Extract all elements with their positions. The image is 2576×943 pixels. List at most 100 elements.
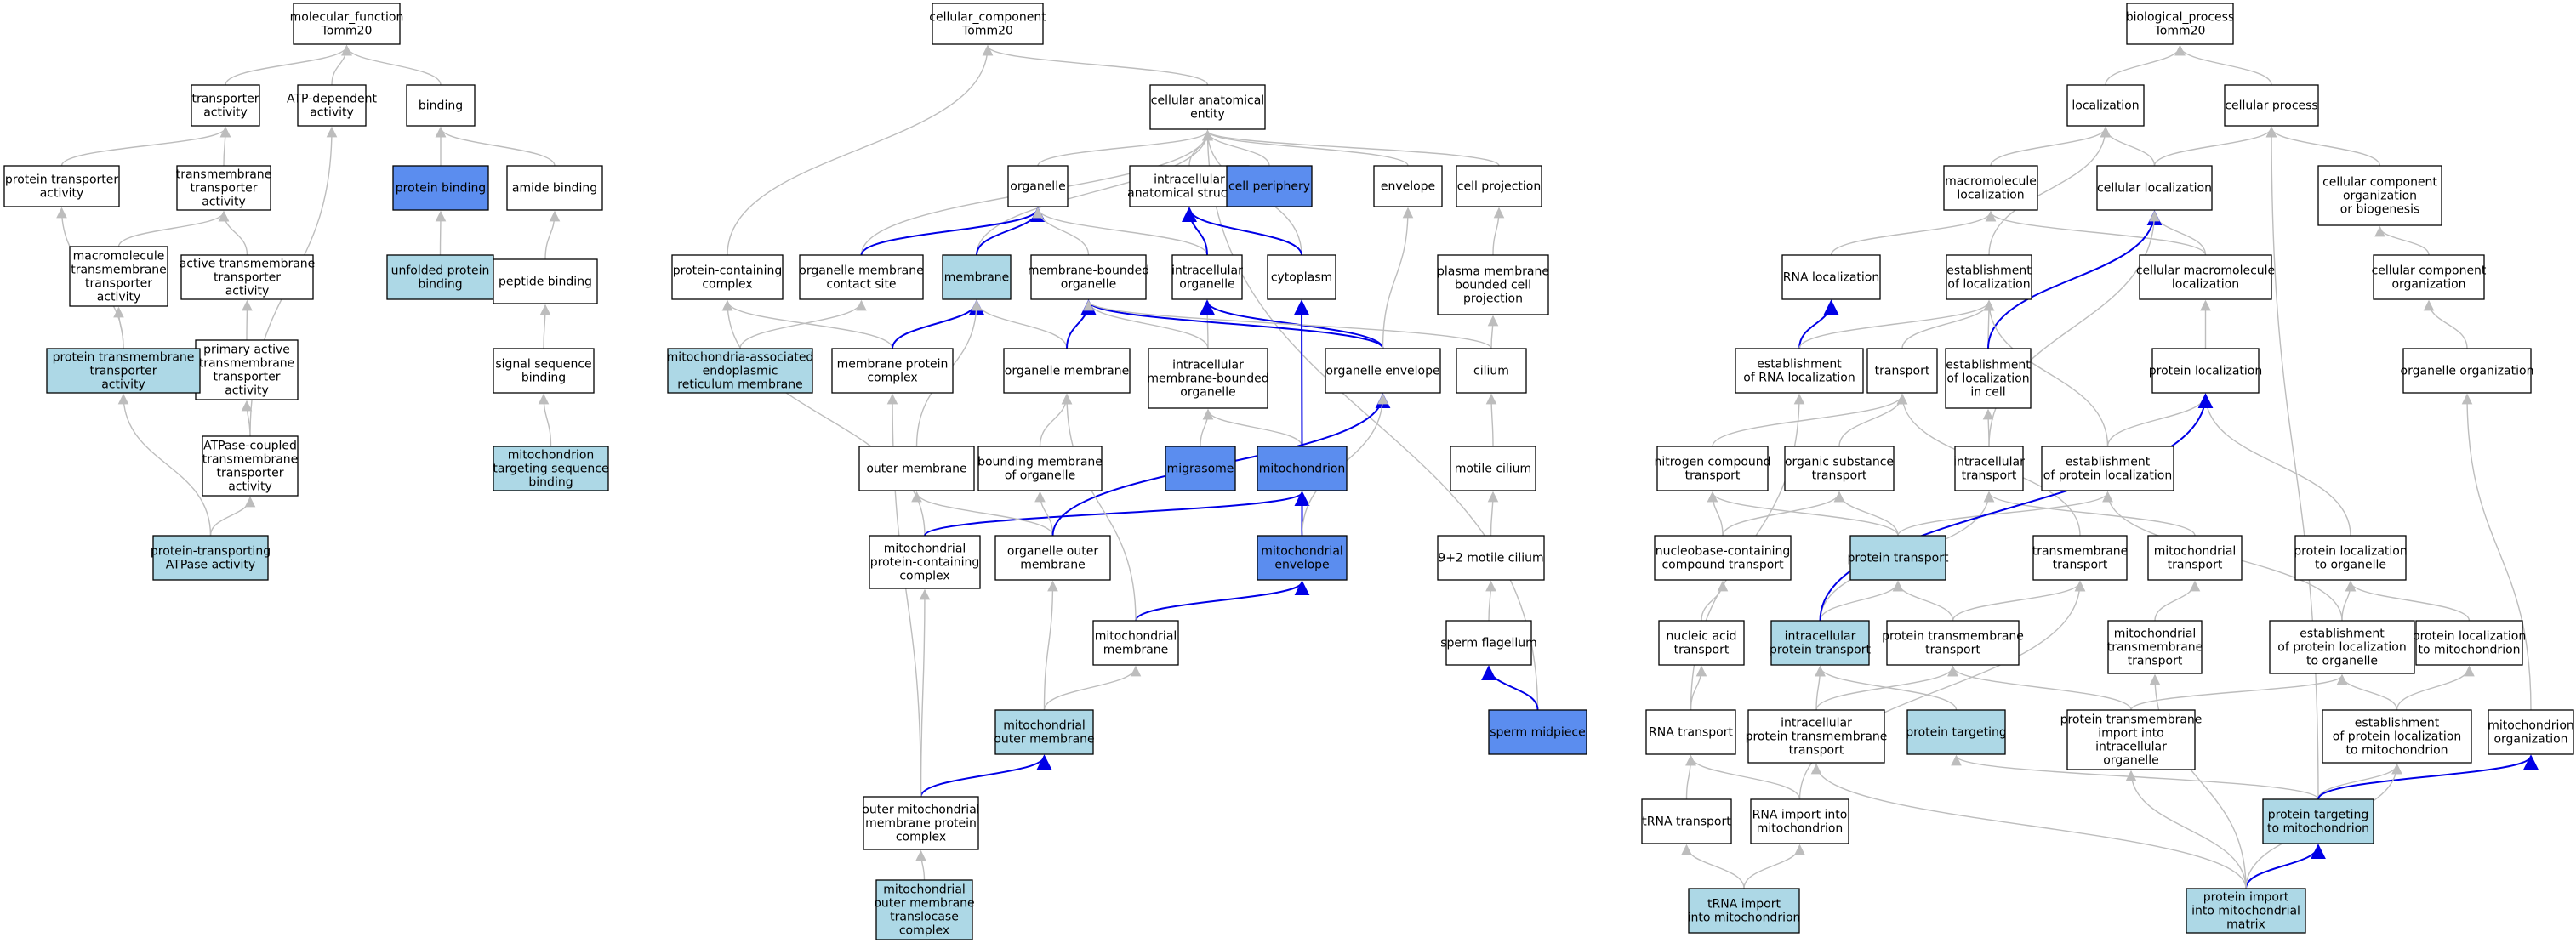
node-label-line: protein targeting	[1906, 725, 2006, 739]
edge-spermflagellum-to-ninetwo	[1485, 580, 1496, 622]
node-label-line: outer membrane	[994, 732, 1094, 746]
node-label-line: activity	[225, 284, 270, 298]
node-label-line: macromolecule	[73, 249, 165, 263]
node-label-line: transport	[2053, 558, 2108, 571]
go-term-node-membrane: membrane	[942, 254, 1012, 300]
node-label-line: or biogenesis	[2340, 202, 2420, 216]
node-box	[493, 446, 609, 491]
node-label-line: ATP-dependent	[287, 92, 377, 105]
edge-tmtransp-to-transporter	[219, 126, 231, 167]
edge-proteintransport-to-organictransport	[1833, 491, 1899, 537]
node-layer: molecular_functionTomm20transporteractiv…	[3, 3, 2574, 940]
node-label-line: intracellular	[1172, 358, 1244, 372]
node-label-line: cellular_component	[929, 10, 1046, 24]
go-term-node-cellularprocess: cellular process	[2224, 84, 2319, 127]
edge-outermitocomplex-to-mitoprotcomplex	[919, 588, 931, 798]
edge-prottmtransport-to-tmtransport	[1952, 580, 2086, 622]
edge-organelleouter-to-outermembrane	[911, 491, 1054, 537]
node-label-line: mitochondrial	[2114, 627, 2197, 640]
edge-intracellmbo-to-intracellorg	[1201, 299, 1213, 349]
node-label-line: mitochondrion	[1259, 462, 1346, 475]
node-label-line: cellular component	[2372, 264, 2487, 277]
node-label-line: matrix	[2226, 917, 2265, 931]
node-box	[2262, 798, 2374, 844]
edge-rnaloc-to-macroloc	[1830, 210, 1997, 256]
node-label-line: into mitochondrial	[2191, 904, 2300, 917]
node-label-line: membrane-bounded	[1147, 372, 1268, 385]
node-box	[69, 246, 168, 307]
node-label-line: to organelle	[2306, 654, 2378, 667]
edge-intracellprottm-to-intracellprottransport	[1815, 665, 1826, 711]
node-box	[2151, 348, 2260, 394]
node-label-line: transporter	[216, 466, 283, 480]
node-label-line: transmembrane	[202, 452, 299, 466]
edge-signalseq-to-peptide	[539, 304, 551, 349]
node-label-line: unfolded protein	[391, 264, 490, 277]
node-label-line: bounded cell	[1455, 278, 1531, 292]
go-term-node-proteintargeting: protein targeting	[1906, 709, 2007, 755]
node-label-line: intracellular	[1785, 629, 1856, 643]
node-box	[1886, 620, 2020, 666]
node-label-line: activity	[310, 105, 354, 119]
node-box	[1267, 254, 1336, 300]
edge-cilium-to-plasmamembraneproj	[1487, 315, 1499, 349]
edge-intracellprottransport-to-protloc	[1819, 393, 2214, 622]
go-term-node-transport: transport	[1866, 348, 1938, 394]
node-box	[406, 84, 476, 127]
node-box	[1456, 348, 1527, 394]
edge-intracellprottransport-to-proteintransport	[1819, 580, 1904, 622]
node-label-line: RNA import into	[1752, 808, 1848, 821]
edge-nucleobase-to-nitrogentransport	[1707, 491, 1724, 537]
node-box	[1945, 348, 2032, 409]
node-label-line: complex	[899, 923, 949, 937]
node-label-line: Tomm20	[2154, 24, 2206, 37]
node-box	[1770, 620, 1870, 666]
node-box	[2294, 535, 2407, 581]
node-label-line: membrane-bounded	[1028, 264, 1149, 277]
edge-proteintargeting-to-intracellprottransport	[1815, 665, 1958, 711]
edge-prottransp-to-transporter	[60, 126, 231, 167]
edge-nucleobase-to-organictransport	[1722, 491, 1845, 537]
edge-mitotmtransport-to-mitotransport	[2154, 580, 2201, 622]
go-term-node-organelleorg: organelle organization	[2401, 348, 2533, 394]
go-term-node-cellprojection: cell projection	[1456, 165, 1542, 207]
node-box	[2066, 84, 2145, 127]
go-term-node-organellemembrane: organelle membrane	[1003, 348, 1131, 394]
node-label-line: protein-containing	[673, 264, 782, 277]
node-box	[1784, 446, 1895, 491]
node-label-line: of protein localization	[2043, 469, 2172, 482]
node-label-line: membrane protein	[865, 816, 977, 830]
node-label-line: establishment	[1946, 358, 2031, 372]
go-term-node-macrotm: macromoleculetransmembranetransporteract…	[69, 246, 168, 307]
node-label-line: transporter	[214, 270, 281, 284]
go-term-node-trnatransport: tRNA transport	[1641, 798, 1732, 844]
node-label-line: complex	[896, 830, 946, 844]
node-label-line: protein import	[2203, 890, 2289, 904]
go-term-node-rnaloc: RNA localization	[1781, 254, 1881, 300]
edge-estprotloc-to-protloc	[2106, 393, 2211, 447]
node-label-line: of localization	[1947, 277, 2030, 291]
node-label-line: complex	[899, 569, 949, 582]
node-box	[831, 348, 954, 394]
node-label-line: translocase	[890, 910, 959, 923]
edge-prottargetingmito-to-cellularprocess	[2265, 126, 2319, 800]
node-box	[493, 258, 598, 304]
edge-intracelltransport-to-cellloc	[1988, 210, 2160, 447]
node-label-line: protein transmembrane	[1882, 629, 2024, 643]
edge-protimportmatrix-to-prottmimport	[2125, 770, 2247, 889]
edge-activetm-to-tmtransp	[218, 210, 248, 256]
node-label-line: transport	[1812, 469, 1867, 482]
